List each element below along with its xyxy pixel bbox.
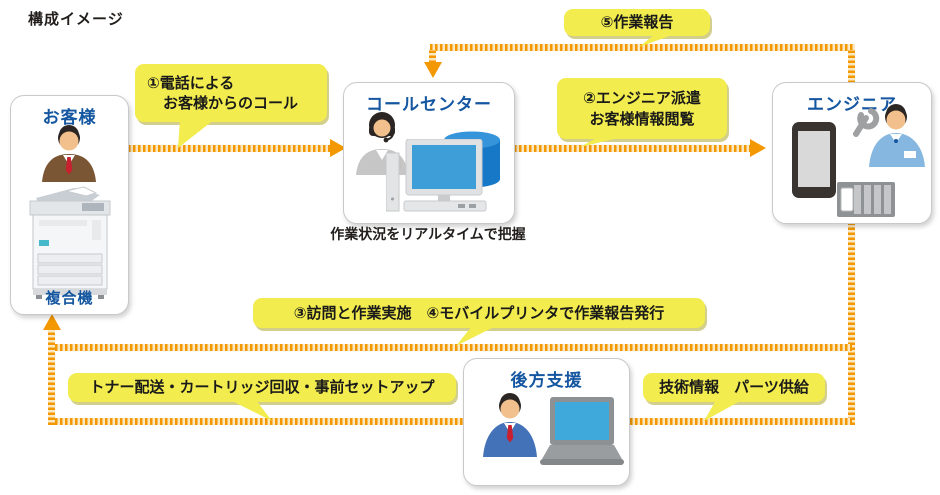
arrowhead-down-callcenter xyxy=(424,62,442,78)
engineer-person-icon xyxy=(853,104,925,167)
node-engineer: エンジニア xyxy=(772,82,932,224)
node-customer: お客様 複合機 xyxy=(10,95,129,315)
node-call-center: コールセンター xyxy=(343,82,515,224)
node-back-support: 後方支援 xyxy=(463,358,630,486)
callout-step3-4-tail xyxy=(456,326,496,346)
arrowhead-up-customer xyxy=(43,314,61,330)
flow-line-customer-up xyxy=(48,329,55,425)
customer-label: お客様 xyxy=(42,108,97,128)
smartphone-icon xyxy=(792,122,836,198)
desktop-pc-icon xyxy=(386,139,487,212)
copier-icon xyxy=(29,186,111,299)
callout-step1-tail xyxy=(178,119,215,148)
callout-tech-tail xyxy=(704,400,742,421)
flow-line-report-drop xyxy=(429,50,436,63)
callout-step1: ①電話による お客様からのコール xyxy=(135,64,327,122)
mobile-printer-icon xyxy=(837,182,895,217)
callout-step1-line1: ①電話による xyxy=(147,73,235,92)
callout-step2-tail xyxy=(580,136,627,147)
callout-step5: ⑤作業報告 xyxy=(564,9,710,36)
flow-line-report-top xyxy=(430,44,855,51)
customer-device-label: 複合機 xyxy=(45,289,94,307)
back-support-label: 後方支援 xyxy=(510,371,583,391)
callout-toner-label: トナー配送・カートリッジ回収・事前セットアップ xyxy=(89,378,435,397)
callout-step5-tail xyxy=(639,34,675,47)
callout-step2: ②エンジニア派遣 お客様情報閲覧 xyxy=(557,78,727,139)
callout-step1-line2: お客様からのコール xyxy=(163,94,299,112)
flow-line-visit-horizontal xyxy=(50,344,852,351)
arrowhead-right-callcenter xyxy=(330,139,346,157)
diagram-title: 構成イメージ xyxy=(28,10,124,28)
customer-person-icon xyxy=(42,125,96,182)
callout-step2-line2: お客様情報閲覧 xyxy=(589,109,695,128)
callout-toner-tail xyxy=(230,400,272,421)
call-center-label: コールセンター xyxy=(366,95,492,115)
callout-step5-label: ⑤作業報告 xyxy=(600,13,674,32)
support-person-icon xyxy=(483,393,537,457)
flow-line-callcenter-to-engineer xyxy=(514,145,751,152)
callout-toner: トナー配送・カートリッジ回収・事前セットアップ xyxy=(68,373,456,402)
callout-tech: 技術情報 パーツ供給 xyxy=(643,373,825,402)
callout-tech-label: 技術情報 パーツ供給 xyxy=(659,378,809,397)
laptop-icon xyxy=(540,397,624,465)
flow-line-support-horizontal xyxy=(50,418,852,425)
flow-line-engineer-down xyxy=(848,222,855,425)
callout-step3-4-label: ③訪問と作業実施 ④モバイルプリンタで作業報告発行 xyxy=(293,303,665,322)
call-center-caption: 作業状況をリアルタイムで把握 xyxy=(330,227,526,243)
arrowhead-right-engineer xyxy=(750,139,766,157)
flow-line-customer-to-callcenter xyxy=(128,145,331,152)
callout-step3-4: ③訪問と作業実施 ④モバイルプリンタで作業報告発行 xyxy=(253,298,705,328)
callout-step2-line1: ②エンジニア派遣 xyxy=(583,89,701,108)
flow-line-report-rise xyxy=(848,50,855,83)
